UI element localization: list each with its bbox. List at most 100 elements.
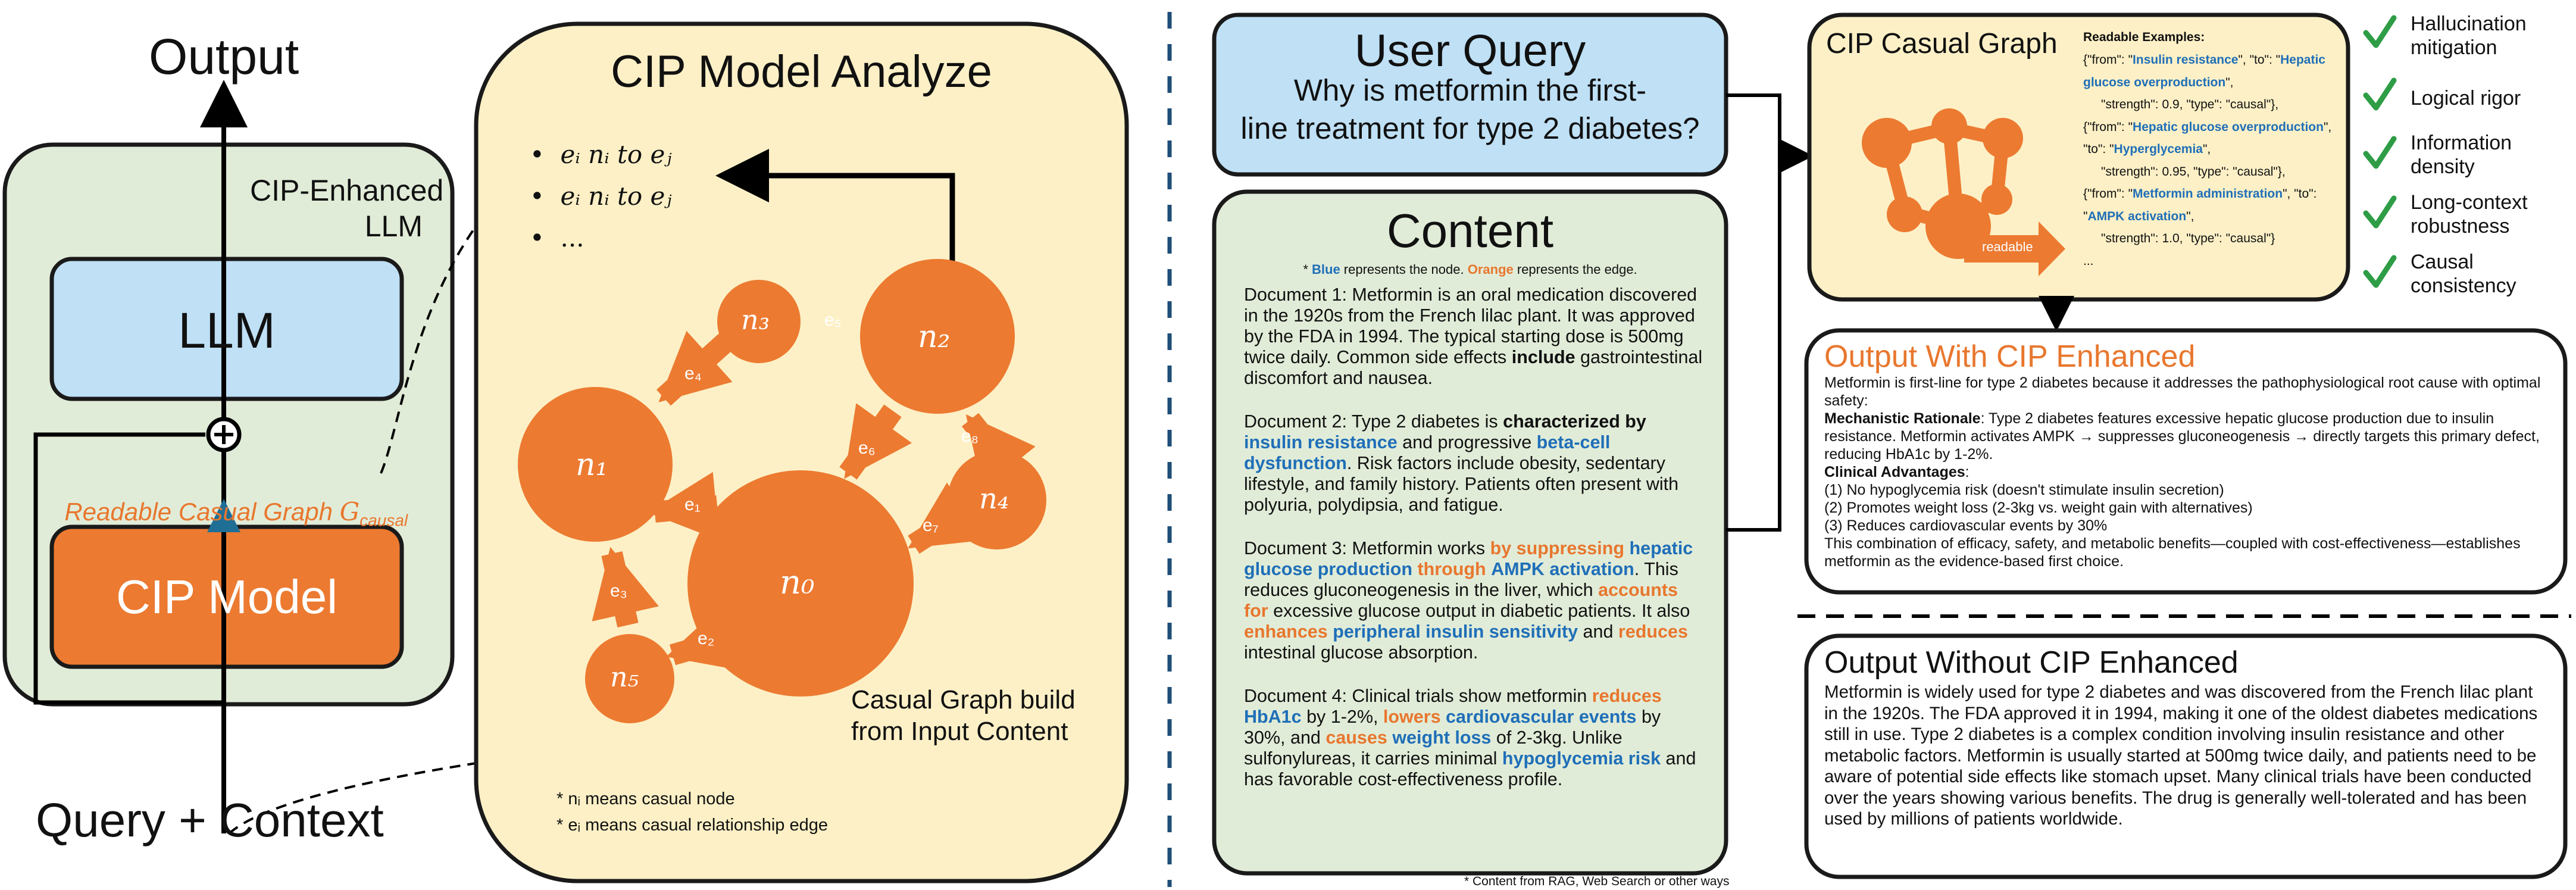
analyze-notes: * nᵢ means casual node * eᵢ means casual…: [557, 786, 828, 838]
doc-run: include: [1511, 347, 1575, 367]
benefit-long-context: Long-context robustness: [2411, 191, 2528, 238]
document-4: Document 4: Clinical trials show metform…: [1244, 686, 1705, 790]
node-n5: [585, 634, 674, 723]
example-run: Metformin administration: [2133, 187, 2283, 201]
output-without-body: Metformin is widely used for type 2 diab…: [1824, 682, 2538, 829]
doc-run: peripheral insulin sensitivity: [1333, 622, 1578, 642]
graph-build-caption: Casual Graph build from Input Content: [851, 685, 1076, 746]
readable-examples: {"from": "Insulin resistance", "to": "He…: [2083, 49, 2339, 272]
analyze-output-arrow: [715, 149, 955, 265]
output-with-body: Metformin is first-line for type 2 diabe…: [1824, 374, 2547, 570]
doc-run: hepatic glucose production: [1244, 538, 1693, 579]
doc-run: cardiovascular events: [1446, 707, 1637, 727]
example-run: ",: [2186, 209, 2194, 223]
edge-e6: [839, 403, 912, 480]
cip-graph-title: CIP Casual Graph: [1826, 28, 2058, 60]
dashed-connector-bottom: [228, 719, 858, 835]
residual-connection: [33, 432, 224, 705]
edge-e8: [961, 413, 1036, 489]
example-line: {"from": "Insulin resistance", "to": "He…: [2083, 49, 2339, 93]
analyze-title: CIP Model Analyze: [611, 46, 992, 97]
document-1: Document 1: Metformin is an oral medicat…: [1244, 285, 1705, 389]
doc-run: Document 1: Metformin is an oral medicat…: [1244, 285, 1697, 367]
example-line: {"from": "Metformin administration", "to…: [2083, 183, 2339, 227]
content-box: [1212, 189, 1728, 876]
cip-model-label: CIP Model: [115, 570, 338, 623]
example-run: ",: [2225, 75, 2234, 89]
doc-run: weight loss: [1392, 727, 1492, 748]
node-label-n3: n₃: [741, 304, 770, 336]
document-3: Document 3: Metformin works by suppressi…: [1244, 538, 1705, 663]
check-icon: [2363, 15, 2397, 48]
benefit-causal-consistency: Causal consistency: [2411, 251, 2516, 297]
note-edge: * eᵢ means casual relationship edge: [557, 816, 828, 835]
query-content-bracket: [1726, 93, 1781, 532]
document-2: Document 2: Type 2 diabetes is character…: [1244, 411, 1705, 516]
advantage-item: (2) Promotes weight loss (2-3kg vs. weig…: [1824, 499, 2253, 516]
example-run: "strength": 0.95, "type": "causal"},: [2101, 164, 2286, 179]
node-label-n0: n₀: [780, 563, 815, 602]
doc-run: by 1-2%,: [1301, 707, 1383, 727]
node-label-n2: n₂: [918, 319, 951, 355]
benefit-hallucination: Hallucination mitigation: [2411, 13, 2527, 59]
edge-label-e2: e₂: [698, 629, 715, 648]
doc-run: insulin resistance: [1244, 432, 1398, 452]
doc-run: by suppressing: [1490, 538, 1624, 558]
output-with-intro: Metformin is first-line for type 2 diabe…: [1824, 374, 2541, 409]
node-n2: [860, 259, 1015, 414]
example-run: {"from": ": [2083, 187, 2133, 201]
node-label-n5: n₅: [610, 661, 639, 693]
output-with-title: Output With CIP Enhanced: [1824, 339, 2196, 374]
node-n1: [518, 387, 673, 542]
user-query-text: Why is metformin the first- line treatme…: [1240, 73, 1700, 145]
user-query-title: User Query: [1354, 26, 1586, 76]
advantage-item: (3) Reduces cardiovascular events by 30%: [1824, 517, 2108, 534]
query-context-label: Query + Context: [36, 794, 384, 847]
edge-label-e3: e₃: [610, 581, 627, 601]
example-run: {"from": ": [2083, 53, 2133, 67]
check-icon: [2363, 77, 2397, 111]
benefit-information-density: Information density: [2411, 132, 2512, 178]
output-label: Output: [149, 29, 299, 85]
benefit-logical-rigor: Logical rigor: [2411, 87, 2521, 110]
output-with-box: [1804, 328, 2568, 595]
example-run: ...: [2083, 254, 2094, 268]
doc-run: excessive glucose output in diabetic pat…: [1268, 601, 1690, 621]
output-without-title: Output Without CIP Enhanced: [1824, 645, 2239, 680]
example-run: {"from": ": [2083, 120, 2133, 134]
edge-label-e8: e₈: [961, 426, 979, 446]
doc-run: hypoglycemia risk: [1502, 748, 1661, 769]
clinical-advantages-label: Clinical Advantages:: [1824, 464, 1969, 480]
example-run: ", "to": ": [2083, 187, 2317, 223]
content-legend: * Blue represents the node. Orange repre…: [1303, 262, 1637, 277]
doc-run: Document 4: Clinical trials show metform…: [1244, 686, 1592, 706]
doc-run: Document 3: Metformin works: [1244, 538, 1490, 558]
example-run: ",: [2202, 142, 2211, 156]
doc-run: characterized by: [1503, 411, 1646, 432]
llm-label: LLM: [178, 302, 276, 358]
doc-run: intestinal glucose absorption.: [1244, 642, 1478, 663]
doc-run: reduces: [1618, 622, 1688, 642]
content-title: Content: [1386, 204, 1554, 257]
node-n3: [717, 280, 801, 363]
example-run: AMPK activation: [2087, 209, 2187, 223]
example-run: Hyperglycemia: [2114, 142, 2203, 156]
edge-label-e5: e₅: [824, 310, 842, 330]
doc-run: enhances: [1244, 622, 1328, 642]
doc-run: and: [1578, 622, 1618, 642]
check-icon: [2363, 195, 2397, 229]
readable-arrow: [1964, 221, 2065, 276]
doc-run: accounts for: [1244, 580, 1678, 621]
edge-label-e7: e₇: [923, 516, 939, 535]
example-run: ", "to": ": [2238, 53, 2281, 67]
graph-nodes: [518, 259, 1046, 723]
edge-e4: [656, 325, 743, 406]
llm-box: [49, 257, 404, 401]
doc-run: and has favorable cost-effectiveness pro…: [1244, 748, 1696, 789]
example-run: Insulin resistance: [2133, 53, 2239, 67]
example-run: "strength": 1.0, "type": "causal"}: [2101, 232, 2275, 245]
doc-run: beta-cell dysfunction: [1244, 432, 1611, 473]
edge-e7: [908, 482, 984, 554]
content-documents: Document 1: Metformin is an oral medicat…: [1244, 285, 1705, 813]
